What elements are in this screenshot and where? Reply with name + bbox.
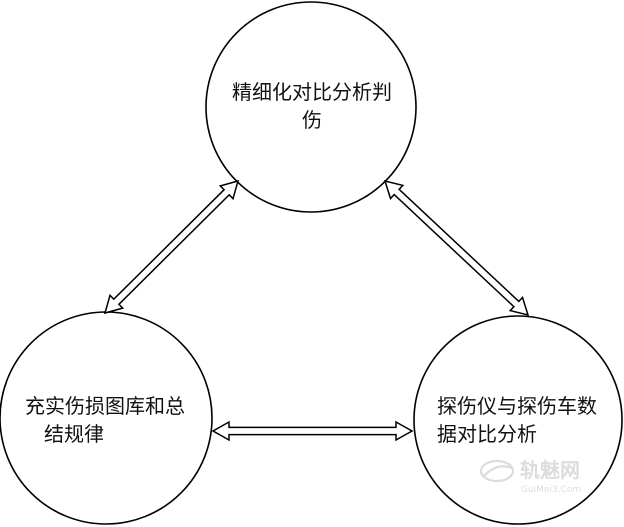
node-left: 充实伤损图库和总 结规律 (0, 311, 213, 525)
node-right-label-line1: 探伤仪与探伤车数 (437, 394, 597, 418)
watermark-text: 轨魅网 (520, 458, 580, 482)
watermark-logo-icon (479, 459, 515, 483)
watermark-subtext: GuiMei3.Com (521, 485, 581, 495)
arrow-left-right (211, 420, 414, 442)
node-left-label-line1: 充实伤损图库和总 (25, 394, 185, 418)
arrows-group (103, 179, 530, 442)
node-left-circle (0, 311, 213, 525)
node-top-circle (205, 1, 417, 213)
node-left-label-line2: 结规律 (44, 422, 104, 446)
node-top: 精细化对比分析判 伤 (205, 1, 417, 213)
node-right: 探伤仪与探伤车数 据对比分析 (413, 315, 623, 525)
watermark: 轨魅网 GuiMei3.Com (479, 458, 581, 495)
node-right-label-line2: 据对比分析 (437, 422, 537, 446)
node-right-circle (413, 315, 623, 525)
node-top-label-line1: 精细化对比分析判 (232, 80, 392, 104)
arrow-top-right (383, 179, 530, 317)
arrow-top-left (103, 179, 240, 315)
node-top-label-line2: 伤 (302, 108, 322, 132)
